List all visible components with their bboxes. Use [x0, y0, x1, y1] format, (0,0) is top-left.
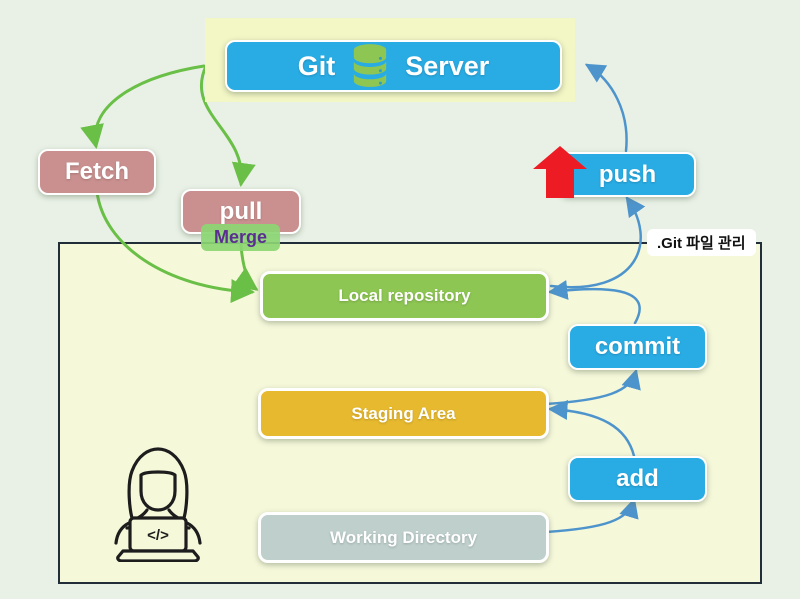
developer-at-laptop-icon: </>: [103, 444, 213, 567]
node-git-server: Git Server: [225, 40, 562, 92]
git-server-label-left: Git: [297, 50, 336, 81]
node-fetch: Fetch: [38, 149, 156, 195]
node-add: add: [568, 456, 707, 502]
git-server-label-right: Server: [405, 50, 490, 81]
upload-red-arrow-icon: [533, 146, 587, 203]
merge-tag: Merge: [201, 224, 280, 251]
node-commit: commit: [568, 324, 707, 370]
node-working-directory: Working Directory: [258, 512, 549, 563]
node-local-repository: Local repository: [260, 271, 549, 321]
git-files-label: .Git 파일 관리: [647, 229, 756, 256]
arrow-server-to-fetch: [80, 64, 206, 149]
node-staging-area: Staging Area: [258, 388, 549, 439]
arrow-push-to-server: [584, 63, 628, 153]
database-icon: [351, 43, 389, 89]
laptop-code-glyph: </>: [147, 527, 169, 544]
